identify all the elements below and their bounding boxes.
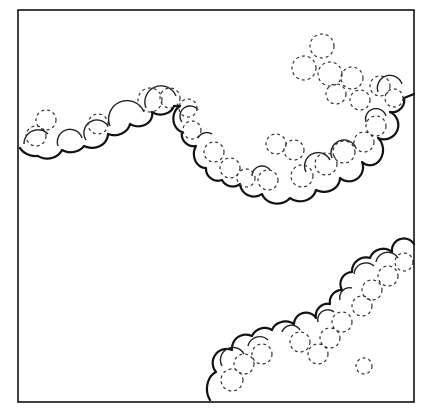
frame-border [18, 10, 414, 402]
upper-band-cap-arcs [24, 75, 402, 176]
lower-band-dashed-bubbles [221, 253, 413, 391]
upper-band-solid-boundary [20, 94, 414, 204]
lower-band-solid-boundary [207, 238, 414, 400]
upper-band [20, 34, 414, 204]
upper-band-dashed-bubbles [26, 34, 403, 190]
lower-band [207, 238, 414, 400]
